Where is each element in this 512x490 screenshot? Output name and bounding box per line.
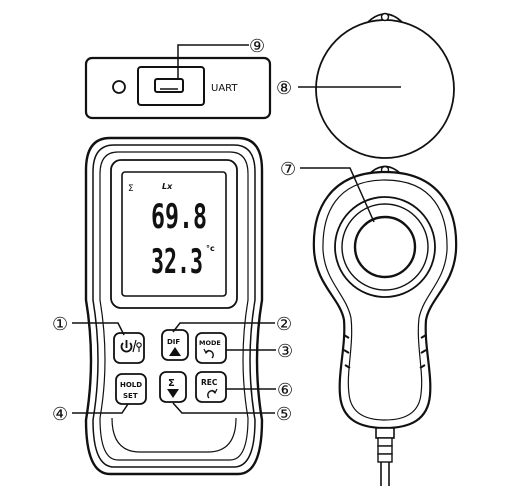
- backlight-icon: [136, 342, 142, 352]
- power-light-button[interactable]: [113, 332, 145, 364]
- mode-button[interactable]: MODE: [195, 332, 227, 364]
- hold-set-button[interactable]: HOLD SET: [115, 373, 147, 405]
- sensor-cap: [315, 12, 455, 159]
- indicator-hole: [112, 80, 126, 94]
- callout-3: ③: [277, 341, 293, 362]
- lcd-unit-lux: Lx: [162, 182, 173, 191]
- power-icon: [120, 340, 133, 353]
- mode-button-label: MODE: [199, 339, 221, 347]
- uart-port-panel: UART: [84, 56, 272, 120]
- lcd-sigma: Σ: [128, 184, 134, 194]
- dif-button[interactable]: DIF: [161, 329, 189, 361]
- rec-button[interactable]: REC: [195, 371, 227, 403]
- callout-4: ④: [52, 404, 68, 425]
- photo-sensor: [353, 215, 417, 279]
- callout-9: ⑨: [249, 36, 265, 57]
- lcd-screen: [121, 171, 227, 297]
- sigma-down-button[interactable]: Σ: [159, 371, 187, 403]
- dif-button-label: DIF: [167, 338, 180, 346]
- callout-8: ⑧: [276, 78, 292, 99]
- meter-body: Σ Lx 69.8 32.3 °c DIF MODE: [84, 136, 264, 476]
- lcd-lux-value: 69.8: [151, 197, 207, 237]
- rec-button-label: REC: [201, 378, 218, 387]
- callout-2: ②: [276, 314, 292, 335]
- lcd-unit-temp: °c: [206, 244, 215, 253]
- set-label: SET: [123, 392, 138, 400]
- uart-label: UART: [211, 83, 238, 94]
- up-arrow-icon: [169, 347, 181, 356]
- sensor-probe: [312, 165, 458, 486]
- lcd-temp-value: 32.3: [151, 242, 203, 282]
- hold-label: HOLD: [120, 381, 142, 389]
- sigma-button-label: Σ: [168, 378, 175, 389]
- callouts: ⑨ ⑧ ⑦ ① ② ③ ⑥ ④ ⑤: [52, 36, 296, 425]
- down-arrow-icon: [167, 389, 179, 398]
- callout-7: ⑦: [280, 159, 296, 180]
- callout-6: ⑥: [277, 380, 293, 401]
- probe-cable: [375, 427, 395, 486]
- callout-1: ①: [52, 314, 68, 335]
- callout-5: ⑤: [276, 404, 292, 425]
- leader-lines: [72, 44, 401, 414]
